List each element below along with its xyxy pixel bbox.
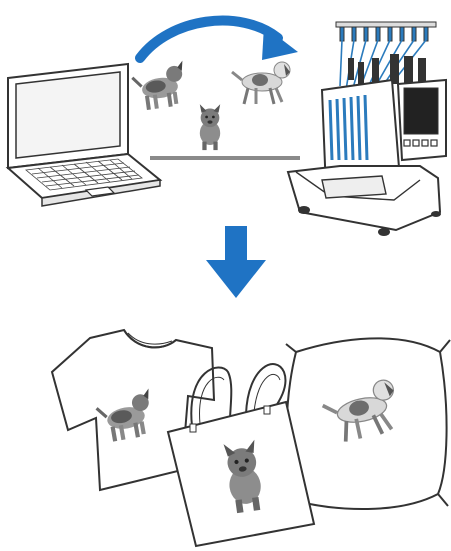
laptop-icon [8, 64, 160, 206]
pillow-icon [284, 338, 450, 512]
curved-arrow-icon [140, 21, 298, 60]
embroidery-machine-icon [288, 22, 446, 236]
dog-design-icon [200, 104, 220, 150]
dog-design-icon [232, 62, 290, 104]
down-arrow-icon [206, 226, 266, 298]
dog-design-icon [131, 61, 189, 112]
